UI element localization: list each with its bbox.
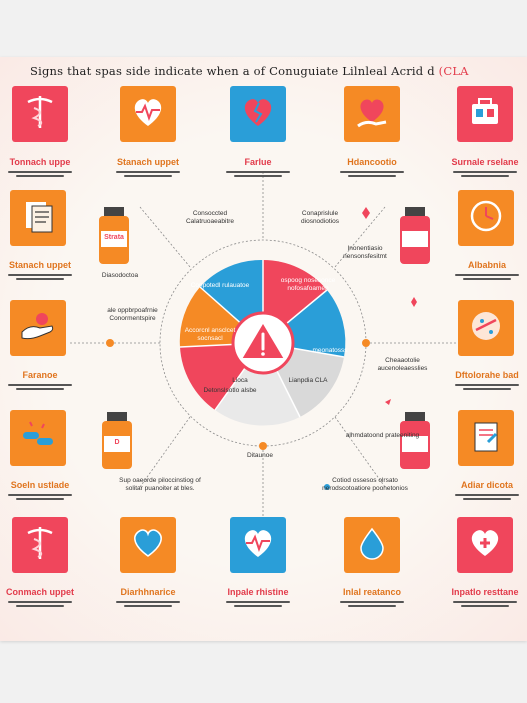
annotation-text: Conaprislule diosnodiotios [301,210,339,225]
bag-icon [465,92,505,137]
heart-hand-icon [352,92,392,137]
placeholder-text-lines [332,599,412,609]
annotation-text: ale oppbrpoafrnie Conormentspire [107,307,158,322]
placeholder-text-lines [108,599,188,609]
bottom_row-tile-3 [344,517,400,573]
annotation-text: alhmdatoond prateeniting [345,432,420,439]
infographic-poster: Signs that spas side indicate when a of … [0,57,527,641]
title-accent: (CLA [438,64,469,78]
top_row-label-1: Stanach uppet [116,157,179,167]
wheel-segment-text: Conpotedl rulauatoe [190,282,250,289]
right_col-tile-2 [458,410,514,466]
left_col-label-1: Faranoe [22,370,58,380]
bottom_row-label-4: Inpatlo resttane [451,587,519,597]
bottle-label: D [114,439,120,446]
bottom_row-label-3: Inlal reatanco [342,587,402,597]
annotation-text: Sup oaeorde piloccinstiog of solitar pua… [119,477,201,492]
caduceus-icon [20,523,60,568]
placeholder-text-lines [0,382,80,392]
right_col-tile-0 [458,190,514,246]
connector-layer [70,172,457,517]
placeholder-text-lines [447,382,527,392]
left_col-label-0: Stanach uppet [8,260,71,270]
right_col-label-0: Albabnia [467,260,506,270]
placeholder-text-lines [332,169,412,179]
annotation-text: Cotiod ossesos olrsato nerodscotoatiore … [322,477,408,492]
wheel-segment-text: ospoog nosesonce nofosafoamen [280,277,336,292]
left_col-tile-2 [10,410,66,466]
top_row-tile-3 [344,86,400,142]
placeholder-text-lines [0,492,80,502]
clock-icon [466,196,506,241]
skin-icon [466,306,506,351]
bottom_row-tile-1 [120,517,176,573]
heart-icon [128,523,168,568]
title-main: Signs that spas side indicate when a of … [30,64,435,78]
annotation-text: Inonentiasio nensonsfesitmt [343,245,387,260]
medicine-bottle-icon: D [100,412,134,470]
annotation-text: Consoccted Calatruoaeabitre [185,210,235,225]
placeholder-text-lines [218,169,298,179]
top_row-label-3: Hdancootio [347,157,397,167]
poster-title: Signs that spas side indicate when a of … [30,64,510,78]
bottle-label: Strata [104,234,124,241]
left_col-tile-0 [10,190,66,246]
right_col-label-2: Adiar dicota [460,480,513,490]
top_row-label-2: Farlue [244,157,272,167]
placeholder-text-lines [108,169,188,179]
annotation-text: Diasodoctoa [101,272,139,279]
document-icon [18,196,58,241]
top_row-tile-0 [12,86,68,142]
heart-plus-icon [465,523,505,568]
broken-heart-icon [238,92,278,137]
clipboard-icon [466,416,506,461]
placeholder-text-lines [0,169,80,179]
top_row-label-0: Tonnach uppe [9,157,71,167]
bottom_row-tile-0 [12,517,68,573]
annotation-text: Cheaaotolie aucenoleaesslies [377,357,428,372]
medicine-bottle-icon: Strata [97,207,131,265]
wheel-segment-text: Lioca [232,377,248,384]
placeholder-text-lines [445,599,525,609]
warning-icon [231,311,295,375]
drop-icon [352,523,392,568]
bottom_row-tile-4 [457,517,513,573]
placeholder-text-lines [447,272,527,282]
placeholder-text-lines [445,169,525,179]
heart-pulse-icon [238,523,278,568]
right_col-tile-1 [458,300,514,356]
wheel-segment-text: Accorcnl ansclcet socnsacl [184,327,236,342]
placeholder-text-lines [0,272,80,282]
left_col-tile-1 [10,300,66,356]
bottom_row-label-0: Conmach uppet [5,587,74,597]
caduceus-icon [20,92,60,137]
medicine-bottle-icon [398,207,432,265]
wheel-segment-text: meonatosss [312,347,348,354]
top_row-tile-4 [457,86,513,142]
medicine-bottle-icon [398,412,432,470]
hand-icon [18,306,58,351]
top_row-tile-1 [120,86,176,142]
bottom_row-tile-2 [230,517,286,573]
bottom_row-label-1: Diarhhnarice [120,587,176,597]
right_col-label-1: Dftolorahe bad [455,370,519,380]
left_col-label-2: Soeln ustlade [10,480,70,490]
top_row-tile-2 [230,86,286,142]
pills-icon [18,416,58,461]
placeholder-text-lines [447,492,527,502]
placeholder-text-lines [218,599,298,609]
top_row-label-4: Surnale rselane [451,157,519,167]
annotation-text: Ditaunoe [246,452,274,459]
wheel-segment-text: Detonslsotlo alsbe [203,387,257,394]
bottom_row-label-2: Inpale rhistine [227,587,289,597]
heart-pulse-icon [128,92,168,137]
placeholder-text-lines [0,599,80,609]
wheel-segment-text: Lianpdia CLA [288,377,328,384]
